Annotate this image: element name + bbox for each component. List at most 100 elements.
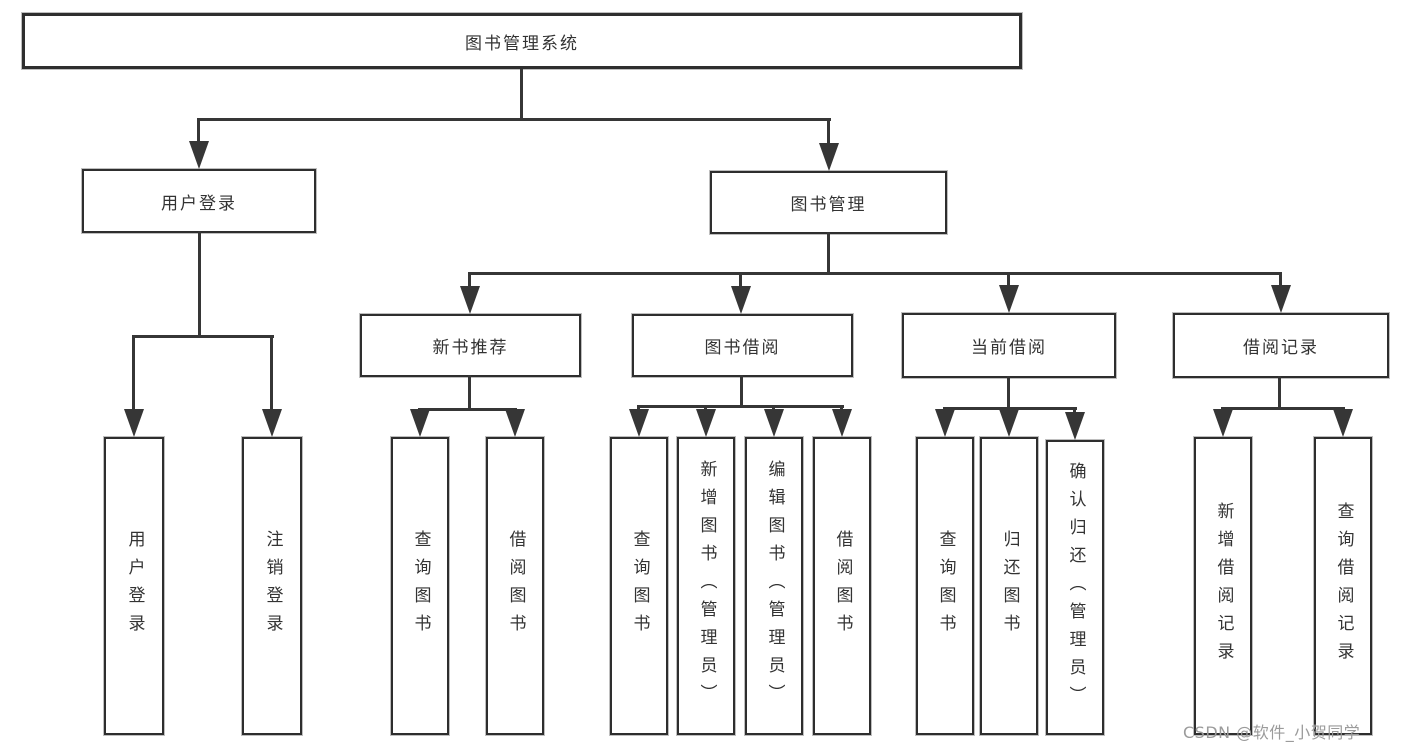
connector-record-vline [1278, 376, 1281, 409]
leaf-newbook-query-label: 查询图书 [410, 530, 431, 642]
leaf-current-confirm-admin: 确认归还（管理员） [1045, 439, 1105, 736]
arrowhead-down-icon [999, 285, 1019, 313]
arrowhead-down-icon [505, 409, 525, 437]
arrowhead-down-icon [1065, 412, 1085, 440]
csdn-watermark: CSDN @软件_小贺同学 [1183, 723, 1361, 742]
arrow-record-leaf1 [1213, 407, 1233, 437]
arrow-to-leaf-logout [262, 335, 282, 437]
node-record-label: 借阅记录 [1243, 338, 1319, 358]
node-current-label: 当前借阅 [971, 338, 1047, 358]
leaf-current-query: 查询图书 [915, 436, 975, 736]
arrowhead-down-icon [1213, 409, 1233, 437]
leaf-user-login-label: 用户登录 [124, 530, 145, 642]
leaf-borrow-add-admin-label: 新增图书（管理员） [696, 460, 717, 712]
arrow-current-leaf1 [935, 407, 955, 437]
arrow-stem [197, 118, 200, 145]
leaf-record-query-label: 查询借阅记录 [1333, 502, 1354, 670]
leaf-borrow-borrow: 借阅图书 [812, 436, 872, 736]
leaf-logout-label: 注销登录 [262, 530, 283, 642]
arrow-borrow-leaf2 [696, 405, 716, 437]
connector-current-hline [944, 407, 1077, 410]
arrow-current-leaf3 [1065, 407, 1085, 440]
connector-record-hline [1222, 407, 1345, 410]
leaf-newbook-borrow: 借阅图书 [485, 436, 545, 736]
arrow-stem [1073, 407, 1076, 416]
arrow-stem [739, 272, 742, 290]
arrow-to-book-mgmt [819, 118, 839, 171]
leaf-current-query-label: 查询图书 [935, 530, 956, 642]
leaf-record-query: 查询借阅记录 [1313, 436, 1373, 736]
arrow-to-user-login [189, 118, 209, 169]
arrow-borrow-leaf1 [629, 405, 649, 437]
node-user-login-label: 用户登录 [161, 193, 237, 214]
arrowhead-down-icon [189, 141, 209, 169]
arrow-to-record [1271, 272, 1291, 313]
arrowhead-down-icon [832, 409, 852, 437]
arrow-newbook-leaf2 [505, 408, 525, 437]
leaf-current-confirm-admin-label: 确认归还（管理员） [1065, 461, 1086, 714]
arrow-stem [132, 335, 135, 413]
arrow-to-leaf-login [124, 335, 144, 437]
arrow-stem [270, 335, 273, 413]
arrow-to-borrow [731, 272, 751, 314]
leaf-newbook-borrow-label: 借阅图书 [505, 530, 526, 642]
arrowhead-down-icon [629, 409, 649, 437]
leaf-borrow-borrow-label: 借阅图书 [832, 530, 853, 642]
connector-userlogin-hline [133, 335, 274, 338]
connector-bookmgmt-hline [469, 272, 1282, 275]
node-record: 借阅记录 [1172, 312, 1390, 379]
arrowhead-down-icon [935, 409, 955, 437]
leaf-current-return: 归还图书 [979, 436, 1039, 736]
arrow-stem [468, 272, 471, 290]
arrow-newbook-leaf1 [410, 408, 430, 437]
arrow-stem [1279, 272, 1282, 289]
arrow-stem [1007, 272, 1010, 289]
arrow-borrow-leaf4 [832, 405, 852, 437]
node-borrow-label: 图书借阅 [704, 338, 781, 358]
node-borrow: 图书借阅 [631, 313, 854, 378]
node-book-mgmt-label: 图书管理 [790, 195, 867, 215]
arrowhead-down-icon [1333, 409, 1353, 437]
arrowhead-down-icon [764, 409, 784, 437]
connector-borrow-hline [638, 405, 844, 408]
node-new-book: 新书推荐 [359, 313, 582, 378]
leaf-borrow-add-admin: 新增图书（管理员） [676, 436, 736, 736]
node-new-book-label: 新书推荐 [432, 338, 509, 358]
leaf-record-add: 新增借阅记录 [1193, 436, 1253, 736]
arrow-current-leaf2 [999, 407, 1019, 437]
leaf-borrow-edit-admin: 编辑图书（管理员） [744, 436, 804, 736]
connector-bookmgmt-vline [827, 232, 830, 274]
arrowhead-down-icon [999, 409, 1019, 437]
node-book-mgmt: 图书管理 [709, 170, 948, 235]
arrowhead-down-icon [819, 143, 839, 171]
arrow-borrow-leaf3 [764, 405, 784, 437]
arrowhead-down-icon [1271, 285, 1291, 313]
connector-root-vline [520, 69, 523, 121]
connector-current-vline [1007, 376, 1010, 409]
connector-userlogin-vline [198, 231, 201, 337]
connector-newbook-hline [419, 408, 517, 411]
arrow-to-current [999, 272, 1019, 313]
connector-newbook-vline [468, 375, 471, 410]
arrowhead-down-icon [124, 409, 144, 437]
connector-borrow-vline [740, 375, 743, 407]
arrowhead-down-icon [731, 286, 751, 314]
leaf-borrow-edit-admin-label: 编辑图书（管理员） [764, 460, 785, 712]
arrow-stem [827, 118, 830, 147]
leaf-borrow-query: 查询图书 [609, 436, 669, 736]
leaf-user-login: 用户登录 [103, 436, 165, 736]
arrow-to-new-book [460, 272, 480, 314]
leaf-newbook-query: 查询图书 [390, 436, 450, 736]
node-current: 当前借阅 [901, 312, 1117, 379]
leaf-borrow-query-label: 查询图书 [629, 530, 650, 642]
node-root-label: 图书管理系统 [465, 33, 579, 54]
arrow-record-leaf2 [1333, 407, 1353, 437]
connector-root-hline [197, 118, 831, 121]
leaf-logout: 注销登录 [241, 436, 303, 736]
arrowhead-down-icon [696, 409, 716, 437]
node-root-library-system: 图书管理系统 [21, 12, 1023, 70]
arrowhead-down-icon [460, 286, 480, 314]
leaf-record-add-label: 新增借阅记录 [1213, 502, 1234, 670]
arrowhead-down-icon [262, 409, 282, 437]
